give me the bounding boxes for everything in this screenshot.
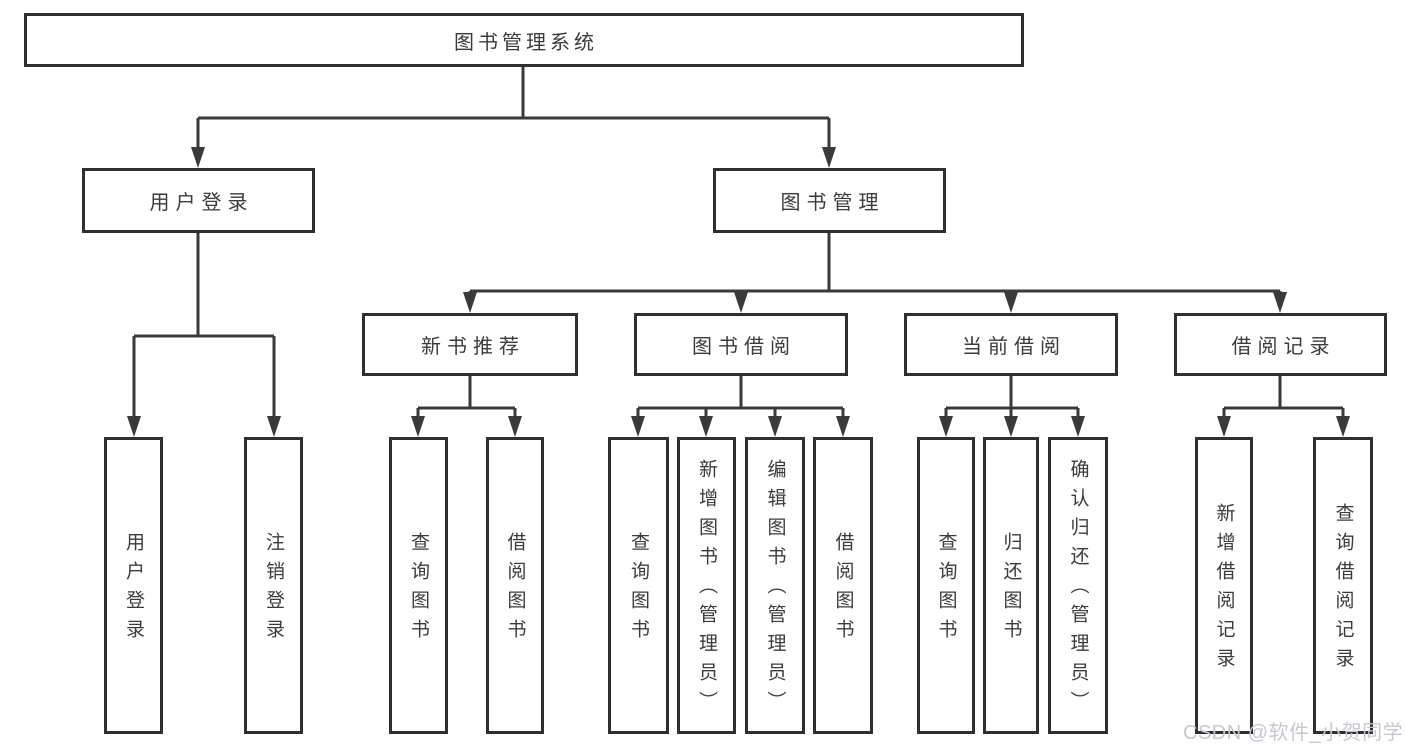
node-user-login: 用户登录 xyxy=(82,168,315,233)
node-leaf-confirm-return-admin: 确认归还（管理员） xyxy=(1048,437,1108,734)
leaf-label: 用户登录 xyxy=(123,531,144,648)
node-book-borrowing: 图书借阅 xyxy=(634,313,848,376)
node-leaf-add-books-admin: 新增图书（管理员） xyxy=(677,437,736,734)
node-leaf-edit-books-admin: 编辑图书（管理员） xyxy=(745,437,805,734)
node-leaf-logout: 注销登录 xyxy=(244,437,303,734)
node-root-system: 图书管理系统 xyxy=(24,13,1024,67)
leaf-label: 注销登录 xyxy=(263,531,284,648)
node-new-book-recommend: 新书推荐 xyxy=(362,313,578,376)
node-leaf-query-books-3: 查询图书 xyxy=(917,437,975,734)
leaf-label: 借阅图书 xyxy=(504,531,526,648)
node-leaf-borrow-books-2: 借阅图书 xyxy=(813,437,873,734)
leaf-label: 查询图书 xyxy=(408,531,429,648)
node-leaf-add-borrow-record: 新增借阅记录 xyxy=(1195,437,1253,734)
leaf-label: 新增借阅记录 xyxy=(1213,502,1235,677)
node-current-borrowing: 当前借阅 xyxy=(904,313,1118,376)
leaf-label: 确认归还（管理员） xyxy=(1067,459,1089,720)
leaf-label: 查询图书 xyxy=(935,531,957,648)
csdn-watermark: CSDN @软件_小贺同学 xyxy=(1183,722,1404,744)
node-leaf-borrow-books-1: 借阅图书 xyxy=(486,437,544,734)
arrowheads xyxy=(127,147,1350,437)
leaf-label: 借阅图书 xyxy=(832,531,854,648)
leaf-label: 查询借阅记录 xyxy=(1332,502,1354,677)
leaf-label: 新增图书（管理员） xyxy=(696,459,717,720)
node-leaf-query-books-2: 查询图书 xyxy=(608,437,669,734)
node-leaf-query-books-1: 查询图书 xyxy=(389,437,448,734)
node-book-management: 图书管理 xyxy=(713,168,946,233)
leaf-label: 编辑图书（管理员） xyxy=(764,459,786,720)
leaf-label: 查询图书 xyxy=(628,531,649,648)
node-borrowing-records: 借阅记录 xyxy=(1174,313,1387,376)
node-leaf-return-books: 归还图书 xyxy=(983,437,1039,734)
leaf-label: 归还图书 xyxy=(1000,531,1022,648)
node-leaf-query-borrow-record: 查询借阅记录 xyxy=(1313,437,1373,734)
node-leaf-user-login: 用户登录 xyxy=(104,437,163,734)
